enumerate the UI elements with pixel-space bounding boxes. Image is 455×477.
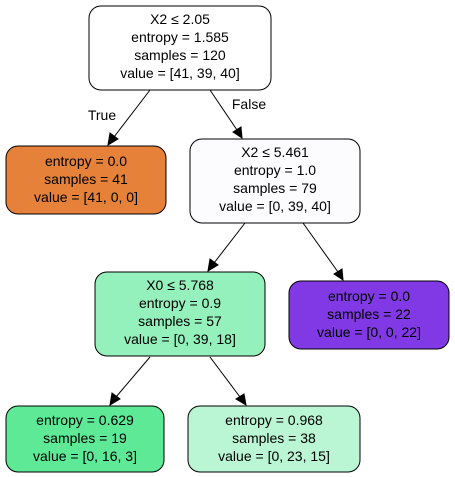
- edge-label-false: False: [232, 96, 266, 112]
- node-value: value = [41, 0, 0]: [34, 189, 138, 205]
- tree-node-leaf: entropy = 0.968 samples = 38 value = [0,…: [187, 405, 361, 473]
- tree-node-internal: X2 ≤ 5.461 entropy = 1.0 samples = 79 va…: [189, 138, 361, 224]
- node-box: [5, 145, 167, 215]
- node-entropy: entropy = 0.968: [225, 412, 323, 428]
- arrow-head-icon: [207, 258, 219, 272]
- node-samples: samples = 38: [232, 430, 316, 446]
- node-box: [189, 138, 361, 224]
- edge-n3-n6: [209, 356, 247, 406]
- edge-label-true: True: [88, 107, 116, 123]
- tree-node-leaf: entropy = 0.0 samples = 41 value = [41, …: [5, 145, 167, 215]
- tree-node-leaf: entropy = 0.0 samples = 22 value = [0, 0…: [288, 280, 450, 350]
- tree-node-leaf: entropy = 0.629 samples = 19 value = [0,…: [5, 405, 165, 473]
- edge-n0-n1: [107, 89, 151, 146]
- node-box: [288, 280, 450, 350]
- node-samples: samples = 41: [44, 171, 128, 187]
- tree-edges: True False: [88, 89, 344, 406]
- edge-n3-n5: [109, 356, 151, 406]
- node-value: value = [0, 39, 40]: [219, 198, 331, 214]
- node-entropy: entropy = 1.585: [131, 29, 229, 45]
- node-value: value = [41, 39, 40]: [120, 65, 239, 81]
- node-value: value = [0, 16, 3]: [33, 448, 137, 464]
- node-value: value = [0, 0, 22]: [317, 324, 421, 340]
- node-samples: samples = 79: [233, 180, 317, 196]
- edge-line: [115, 356, 151, 398]
- arrow-head-icon: [232, 126, 243, 139]
- edge-n2-n3: [207, 222, 246, 272]
- edge-n2-n4: [302, 222, 344, 281]
- arrow-head-icon: [333, 268, 344, 281]
- tree-nodes: X2 ≤ 2.05 entropy = 1.585 samples = 120 …: [5, 5, 450, 473]
- node-value: value = [0, 39, 18]: [124, 331, 236, 347]
- node-entropy: entropy = 0.9: [139, 295, 221, 311]
- edge-line: [213, 222, 246, 264]
- node-samples: samples = 57: [138, 313, 222, 329]
- edge-n0-n2: [209, 89, 243, 139]
- node-split-rule: X0 ≤ 5.768: [146, 277, 214, 293]
- node-split-rule: X2 ≤ 5.461: [241, 144, 309, 160]
- node-box: [187, 405, 361, 473]
- node-box: [88, 5, 272, 91]
- node-samples: samples = 19: [43, 430, 127, 446]
- node-entropy: entropy = 0.0: [45, 153, 127, 169]
- node-value: value = [0, 23, 15]: [218, 448, 330, 464]
- edge-line: [302, 222, 339, 273]
- edge-line: [209, 356, 241, 398]
- node-entropy: entropy = 0.0: [328, 288, 410, 304]
- node-entropy: entropy = 0.629: [36, 412, 134, 428]
- tree-node-internal: X0 ≤ 5.768 entropy = 0.9 samples = 57 va…: [94, 271, 266, 357]
- edge-line: [209, 89, 238, 131]
- arrow-head-icon: [109, 392, 121, 406]
- arrow-head-icon: [107, 132, 119, 146]
- node-entropy: entropy = 1.0: [234, 162, 316, 178]
- arrow-head-icon: [235, 393, 247, 406]
- node-split-rule: X2 ≤ 2.05: [150, 11, 210, 27]
- tree-node-root: X2 ≤ 2.05 entropy = 1.585 samples = 120 …: [88, 5, 272, 91]
- node-samples: samples = 22: [327, 306, 411, 322]
- node-box: [5, 405, 165, 473]
- edge-line: [113, 89, 151, 138]
- node-box: [94, 271, 266, 357]
- node-samples: samples = 120: [134, 47, 226, 63]
